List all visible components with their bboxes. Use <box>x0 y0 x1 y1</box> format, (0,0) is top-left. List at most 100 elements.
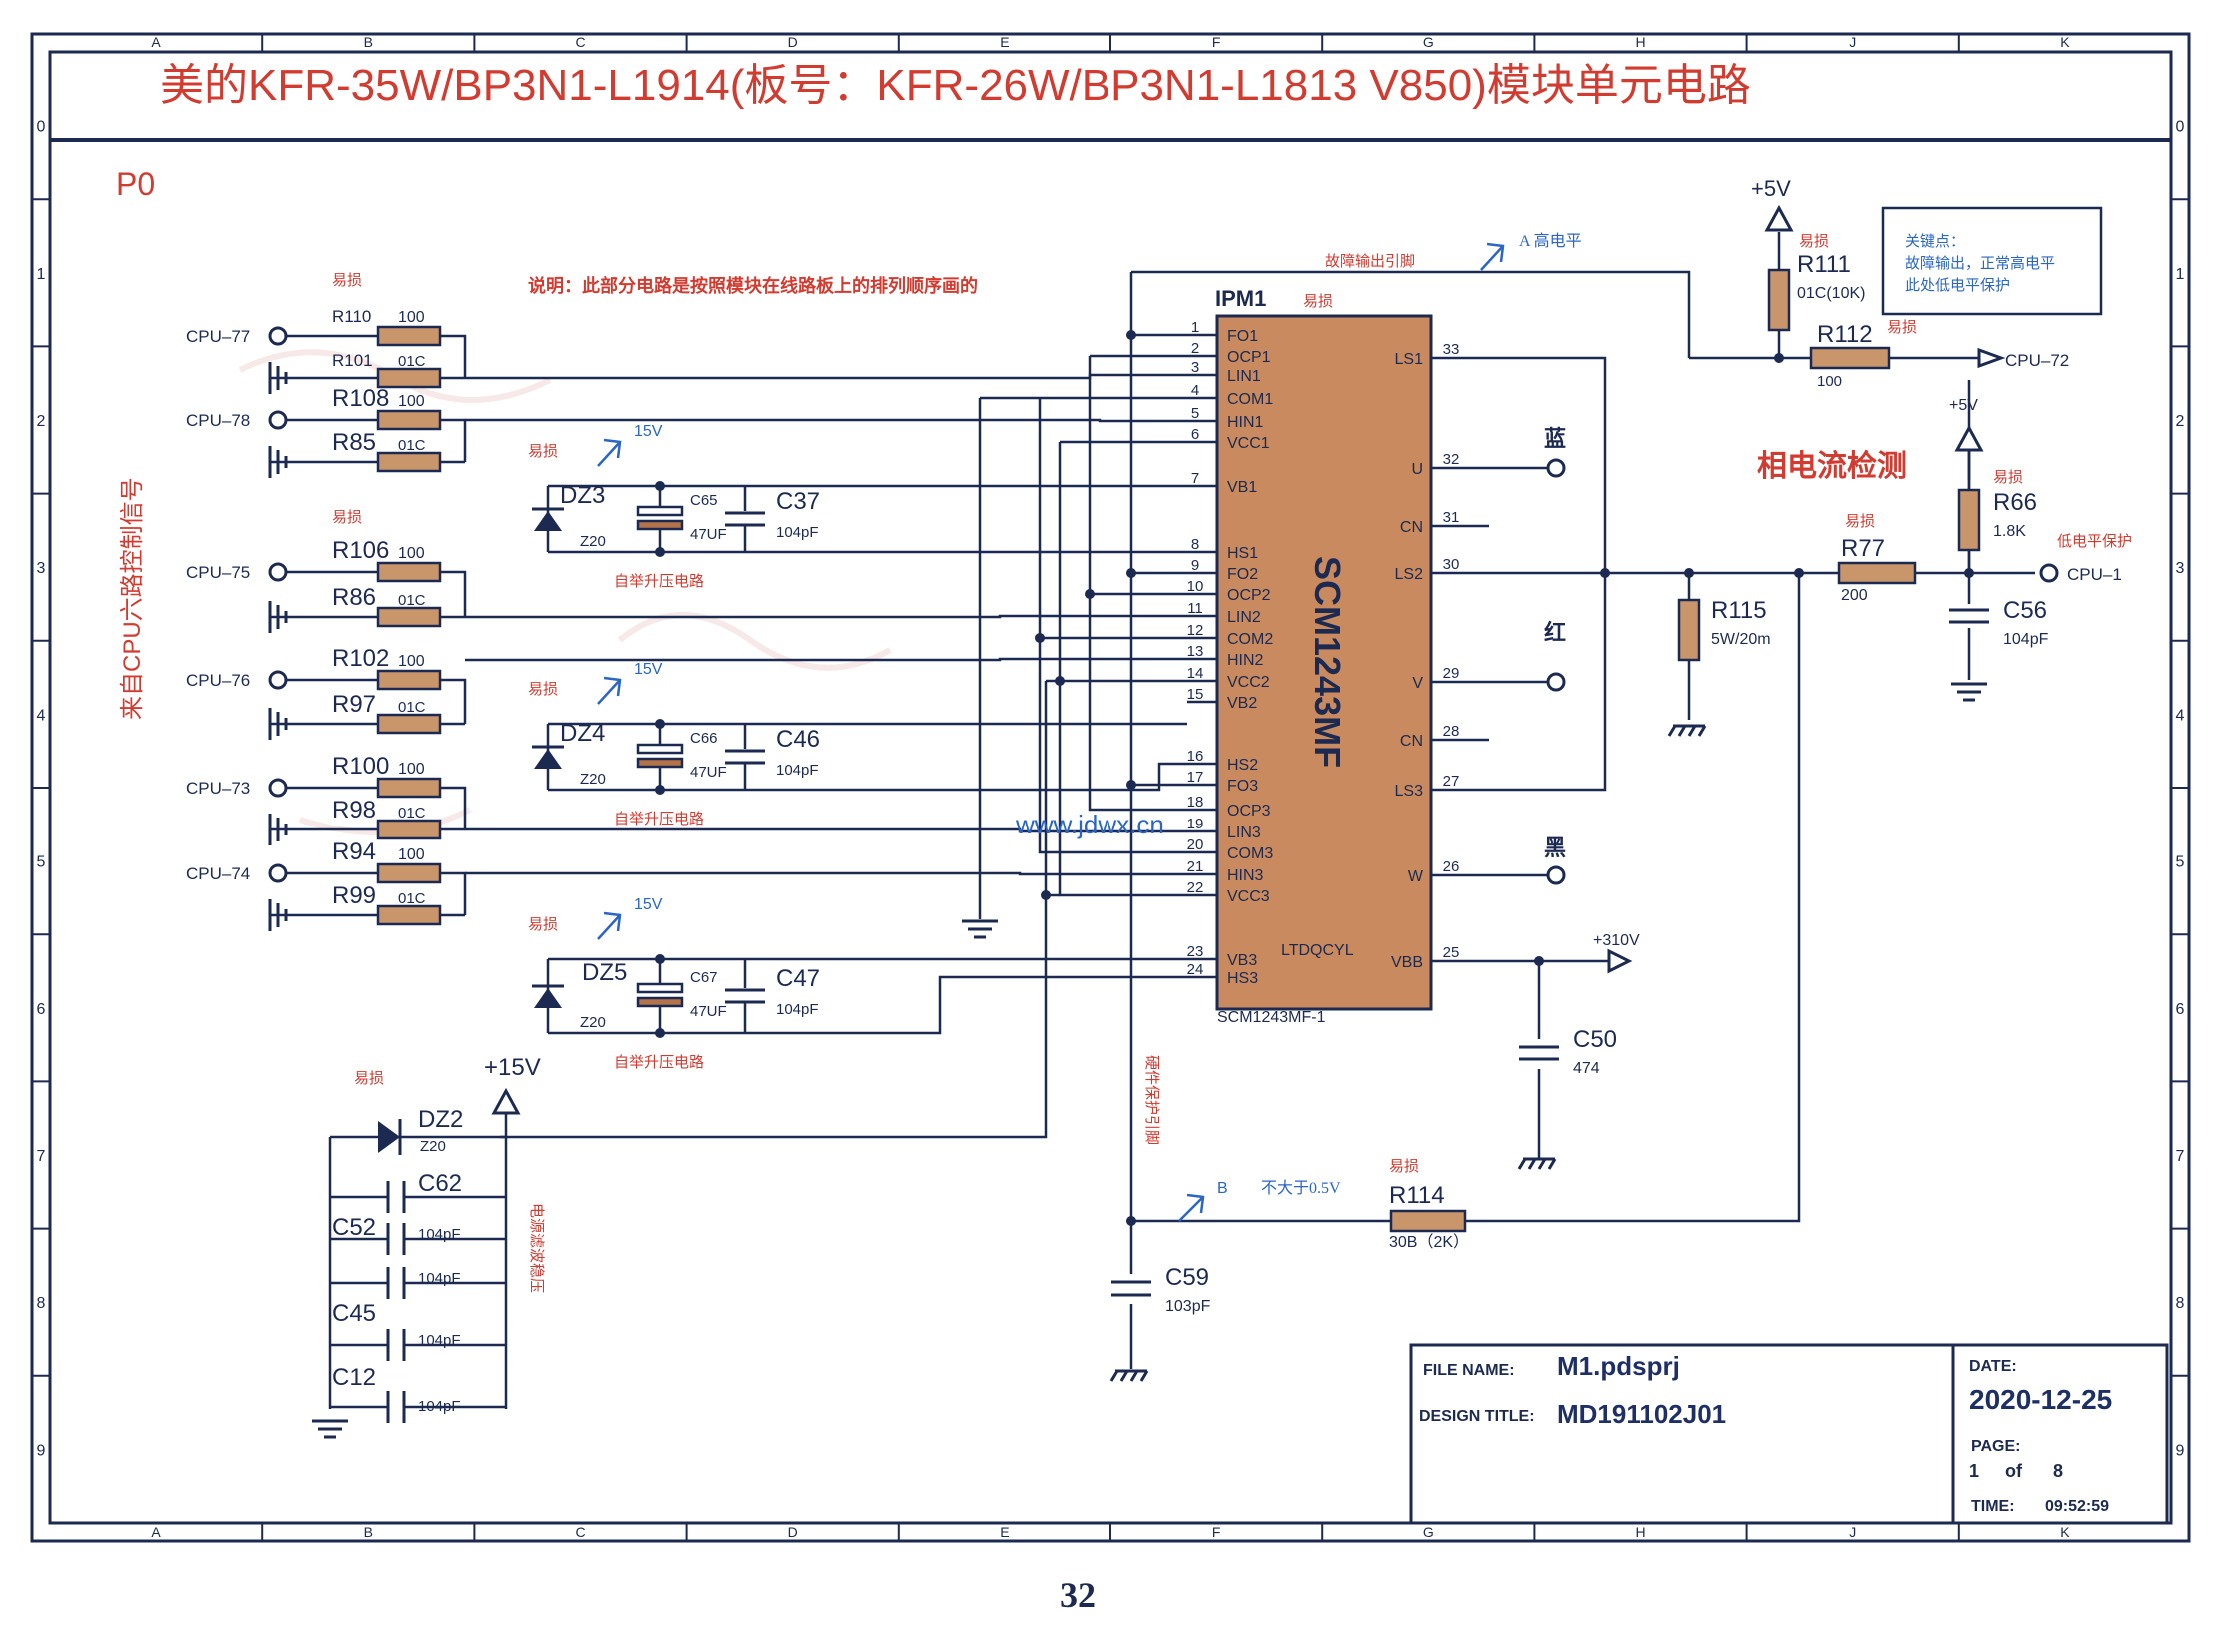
page-number: 32 <box>1060 1575 1096 1615</box>
pulldown-resistor <box>376 904 442 926</box>
series-resistor <box>376 325 442 347</box>
key-point-line1: 故障输出，正常高电平 <box>1905 254 2055 272</box>
r114-body <box>1389 1209 1467 1233</box>
frame-row-label: 2 <box>2176 413 2185 430</box>
ipm-pin-number: 14 <box>1187 665 1204 682</box>
pulldown-resistor-value: 01C <box>398 805 426 822</box>
bootstrap-voltage: 15V <box>634 896 663 913</box>
probe-a-arrow <box>1480 242 1505 271</box>
frame-row-label: 0 <box>37 119 46 136</box>
bootstrap-label: 自举升压电路 <box>614 1054 704 1071</box>
frame-col-label: H <box>1635 1524 1645 1540</box>
series-resistor-value: 100 <box>398 761 425 778</box>
pulldown-resistor-value: 01C <box>398 437 426 454</box>
pulldown-resistor-ref: R97 <box>332 691 376 718</box>
frame-row-label: 3 <box>2176 560 2185 577</box>
ipm-pin-number: 29 <box>1443 665 1460 682</box>
r112-value: 100 <box>1817 373 1842 390</box>
electrolytic-ref: C66 <box>690 730 718 747</box>
c12-ref: C12 <box>332 1364 376 1391</box>
input-easy-damage: 易损 <box>332 509 362 526</box>
ipm-pin-number: 31 <box>1443 509 1460 526</box>
ipm-pin-name: U <box>1411 461 1423 478</box>
ipm-pin-name: FO2 <box>1227 566 1258 583</box>
ipm-pin-name: HS3 <box>1227 970 1258 987</box>
ipm-pin-name: CN <box>1400 519 1423 536</box>
ipm-pin-name: FO1 <box>1227 328 1258 345</box>
ipm-pin-number: 20 <box>1187 836 1204 853</box>
r114-ref: R114 <box>1389 1182 1445 1209</box>
series-resistor <box>376 862 442 884</box>
series-resistor-ref: R106 <box>332 537 389 564</box>
pulldown-resistor-value: 01C <box>398 592 426 609</box>
c59-ref: C59 <box>1165 1264 1209 1291</box>
ipm-pin-name: LIN3 <box>1227 825 1261 841</box>
ipm-pin-name: LS3 <box>1395 783 1424 800</box>
page-of: of <box>2005 1461 2023 1481</box>
r114-value: 30B（2K） <box>1389 1233 1469 1251</box>
ipm-pin-name: LS1 <box>1395 351 1424 368</box>
r115-body <box>1677 598 1701 662</box>
ipm-pin-number: 1 <box>1191 319 1199 336</box>
bootstrap-voltage: 15V <box>634 423 663 440</box>
r77-easy: 易损 <box>1845 513 1875 530</box>
ipm-pin-name: W <box>1408 868 1424 885</box>
probe-b-note: 不大于0.5V <box>1261 1179 1341 1197</box>
frame-row-label: 1 <box>2176 266 2185 283</box>
ipm-pin-name: V <box>1412 675 1423 692</box>
design-title-label: DESIGN TITLE: <box>1419 1408 1535 1425</box>
r66-value: 1.8K <box>1993 523 2026 540</box>
low-protect-label: 低电平保护 <box>2057 533 2132 550</box>
cpu-input-terminal <box>268 326 288 346</box>
electrolytic-capacitor <box>636 505 684 517</box>
dz2-value: Z20 <box>420 1138 446 1155</box>
ipm-pin-name: VBB <box>1391 954 1423 971</box>
zener-diode <box>534 988 562 1008</box>
ipm-pin-number: 28 <box>1443 723 1460 740</box>
cpu-input-label: CPU–75 <box>186 563 250 582</box>
ipm-pin-name: OCP3 <box>1227 803 1271 820</box>
ipm-pin-number: 10 <box>1187 578 1204 595</box>
frame-col-label: B <box>364 1524 373 1540</box>
cpu-input-terminal <box>268 670 288 690</box>
cpu-input-label: CPU–78 <box>186 411 250 430</box>
frame-col-label: F <box>1212 1524 1221 1540</box>
ipm-pin-number: 24 <box>1187 961 1204 978</box>
ipm-pin-name: VB2 <box>1227 695 1257 712</box>
ipm-pin-number: 11 <box>1187 600 1203 617</box>
probe-b-label: B <box>1217 1180 1228 1197</box>
cpu-input-terminal <box>268 562 288 582</box>
c45-value: 104pF <box>418 1332 461 1349</box>
pulldown-resistor-value: 01C <box>398 890 426 907</box>
r111-value: 01C(10K) <box>1797 285 1865 302</box>
ipm-pin-number: 22 <box>1187 879 1204 896</box>
series-resistor-value: 100 <box>398 653 425 670</box>
r112-easy: 易损 <box>1887 319 1917 336</box>
ipm-pin-number: 18 <box>1187 794 1204 811</box>
schematic-title: 美的KFR-35W/BP3N1-L1914(板号：KFR-26W/BP3N1-L… <box>160 61 1751 110</box>
ipm-pin-name: VB1 <box>1227 479 1257 496</box>
frame-row-label: 5 <box>2176 854 2185 871</box>
plus15v-label: +15V <box>484 1054 541 1081</box>
frame-col-label: B <box>364 34 373 50</box>
ipm-body <box>1215 314 1433 1011</box>
frame-row-label: 4 <box>2176 707 2185 724</box>
ipm-pin-name: HIN3 <box>1227 867 1264 884</box>
r111-easy: 易损 <box>1799 233 1829 250</box>
output-terminals <box>1546 458 2059 885</box>
v-phase-color: 红 <box>1544 620 1566 645</box>
ipm-pin-number: 27 <box>1443 773 1460 790</box>
series-resistor <box>376 561 442 583</box>
ipm-pin-number: 19 <box>1187 816 1204 832</box>
ipm-pin-number: 3 <box>1191 359 1199 376</box>
r111-ref: R111 <box>1797 251 1851 278</box>
ipm-pin-number: 17 <box>1187 769 1204 786</box>
frame-col-label: H <box>1635 34 1645 50</box>
r112-ref: R112 <box>1817 321 1873 348</box>
c50-value: 474 <box>1573 1060 1600 1077</box>
date-label: DATE: <box>1969 1358 2017 1375</box>
pulldown-resistor <box>376 819 442 840</box>
r77-value: 200 <box>1841 587 1868 604</box>
